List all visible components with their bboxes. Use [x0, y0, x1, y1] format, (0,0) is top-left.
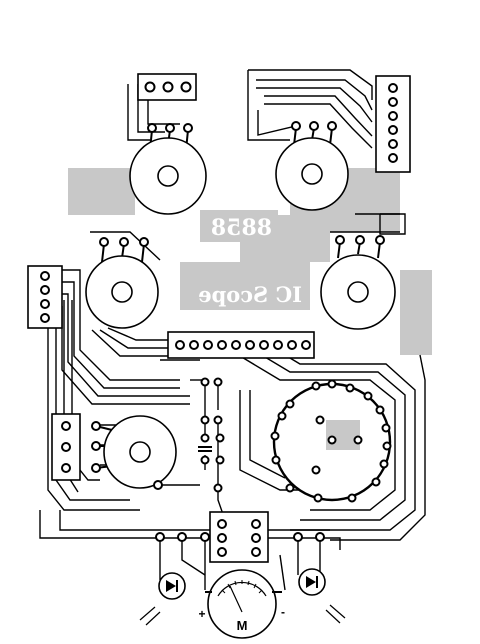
ic-socket-10pin — [167, 331, 315, 359]
meter-label: M — [237, 618, 248, 633]
title-box: IC Scope — [188, 280, 306, 310]
potentiometer-middle-right — [320, 235, 396, 330]
capacitor-c1 — [198, 377, 225, 493]
part-number-text: 8858 — [211, 215, 272, 241]
connector-right-6pin — [375, 75, 411, 173]
led-right — [298, 568, 346, 624]
board-title: IC Scope — [198, 282, 302, 307]
connector-bottom-center — [209, 511, 269, 563]
part-number-box: 8858 — [200, 210, 278, 242]
rotary-switch — [270, 379, 392, 503]
bottom-pads — [155, 532, 325, 542]
connector-left-3pin — [51, 413, 81, 481]
traces — [39, 69, 426, 591]
led-left — [139, 572, 186, 626]
meter: M — [207, 569, 277, 639]
potentiometer-top-left — [129, 123, 207, 215]
connector-left-4pin — [27, 265, 63, 329]
meter-minus-label: - — [281, 605, 285, 619]
potentiometer-bottom-left — [91, 415, 177, 490]
potentiometer-middle-left — [85, 237, 159, 329]
connector-top-3pin — [137, 73, 197, 101]
meter-plus-label: + — [198, 607, 205, 621]
potentiometer-top-right — [275, 121, 349, 211]
